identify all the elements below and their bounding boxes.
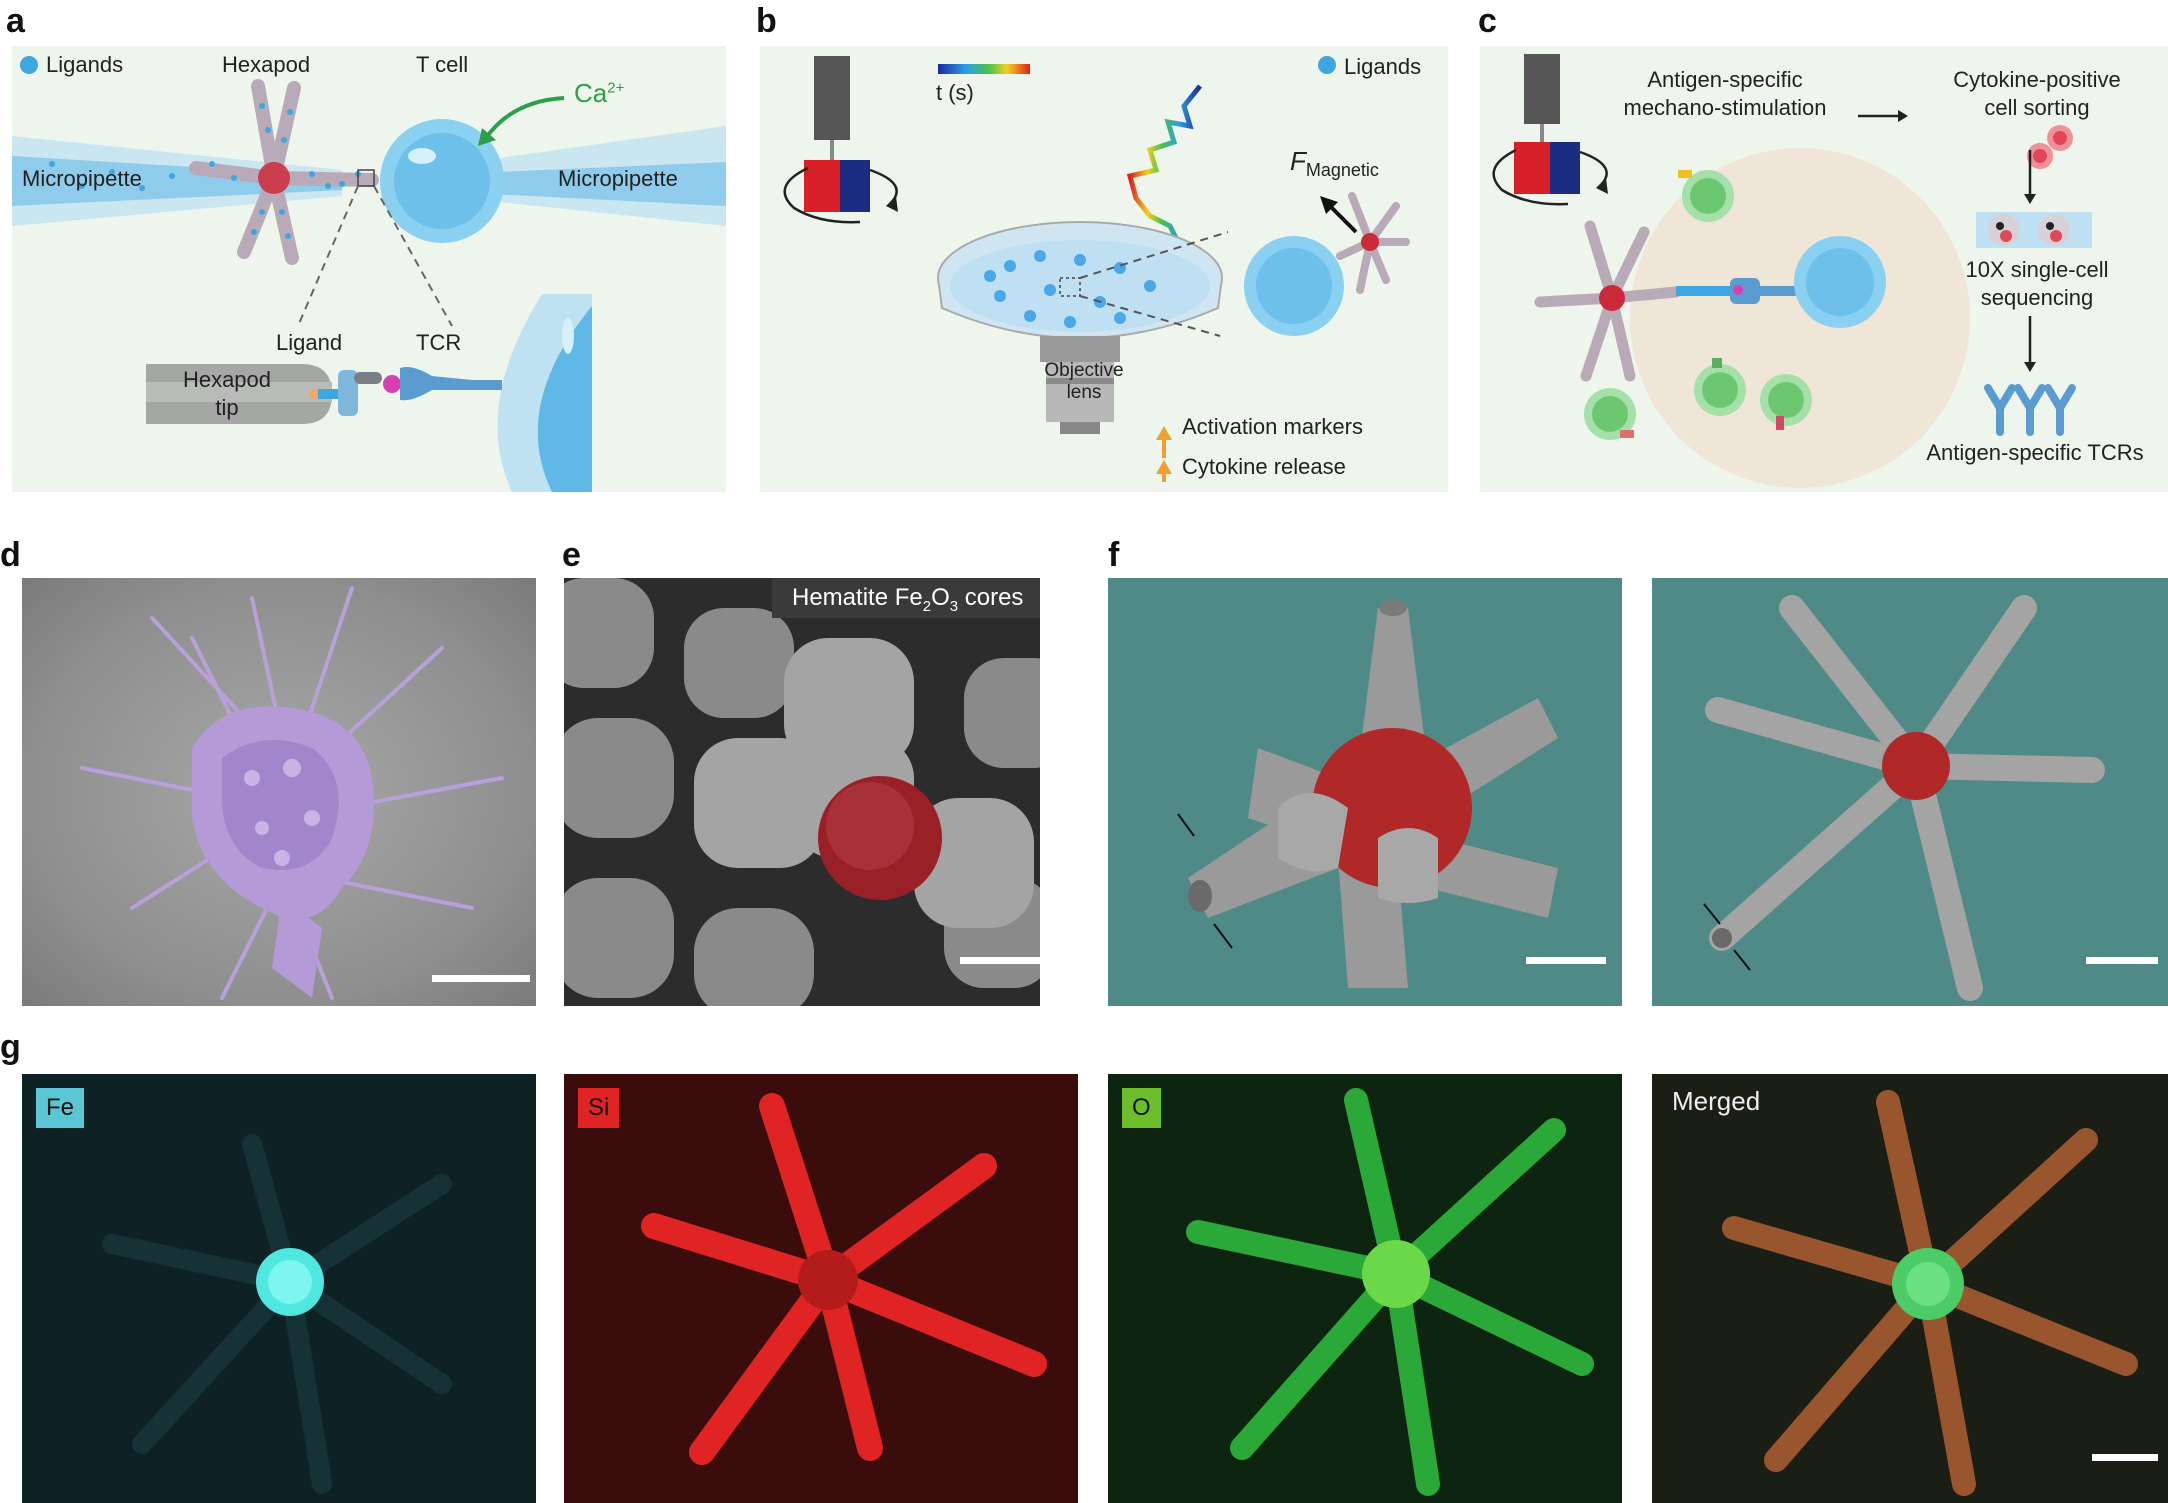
panel-a-calcium-label: Ca2+: [574, 78, 625, 108]
panel-c-tcrs-label: Antigen-specific TCRs: [1926, 440, 2144, 465]
panel-g-merged-label: Merged: [1672, 1086, 1761, 1116]
panel-a-hexapod-label: Hexapod: [222, 52, 311, 77]
panel-a-tcell-label: T cell: [416, 52, 469, 77]
panel-b-time-label: t (s): [936, 80, 974, 105]
panel-d-scalebar: [432, 975, 530, 982]
panel-g-o-chip: O: [1122, 1088, 1161, 1128]
panel-c-letter: c: [1478, 2, 1497, 40]
panel-b-cytokine-label: Cytokine release: [1182, 454, 1346, 479]
panel-a-illustration: [12, 79, 726, 492]
panel-b-letter: b: [756, 2, 777, 40]
panel-f-sem-image-2: [1652, 578, 2168, 1006]
panel-e-sem-image: Hematite Fe2O3 cores: [564, 578, 1040, 1006]
panel-f-letter: f: [1108, 536, 1120, 574]
panel-a-micropipette-left: Micropipette: [22, 166, 142, 191]
panel-g-merged-map: Merged: [1652, 1074, 2168, 1503]
panel-d-letter: d: [0, 536, 21, 574]
panel-g-fe-chip: Fe: [36, 1088, 85, 1128]
panel-a-micropipette-right: Micropipette: [558, 166, 678, 191]
panel-e-letter: e: [562, 536, 581, 574]
panel-e-scalebar: [960, 957, 1040, 964]
panel-a-ligand-label: Ligand: [276, 330, 343, 355]
panel-g-fe-map: Fe: [22, 1074, 536, 1503]
panel-b-illustration: [783, 56, 1410, 482]
panel-b-force-label: FMagnetic: [1290, 146, 1379, 181]
panel-g-si-chip: Si: [578, 1088, 620, 1128]
panel-a-letter: a: [6, 2, 25, 40]
panel-a-tcr-label: TCR: [416, 330, 462, 355]
panel-f-scalebar-1: [1526, 957, 1606, 964]
panel-g-scalebar: [2092, 1454, 2158, 1461]
panel-e-label-box: Hematite Fe2O3 cores: [772, 578, 1040, 618]
panel-g-o-map: O: [1108, 1074, 1622, 1503]
ligand-legend-dot: [20, 56, 38, 74]
panel-a-background: [12, 46, 726, 492]
panel-c-illustration: [1492, 54, 2092, 488]
panel-b-ligand-legend-dot: [1318, 56, 1336, 74]
panel-g-letter: g: [0, 1028, 21, 1066]
panel-f-sem-image-1: [1108, 578, 1622, 1006]
panel-f-scalebar-2: [2086, 957, 2158, 964]
panel-d-sem-image: [22, 578, 536, 1006]
panel-b-legend-ligands: Ligands: [1344, 54, 1422, 79]
panel-b-activation-label: Activation markers: [1182, 414, 1363, 439]
panel-g-si-map: Si: [564, 1074, 1078, 1503]
panel-a-legend-ligands: Ligands: [46, 52, 124, 77]
